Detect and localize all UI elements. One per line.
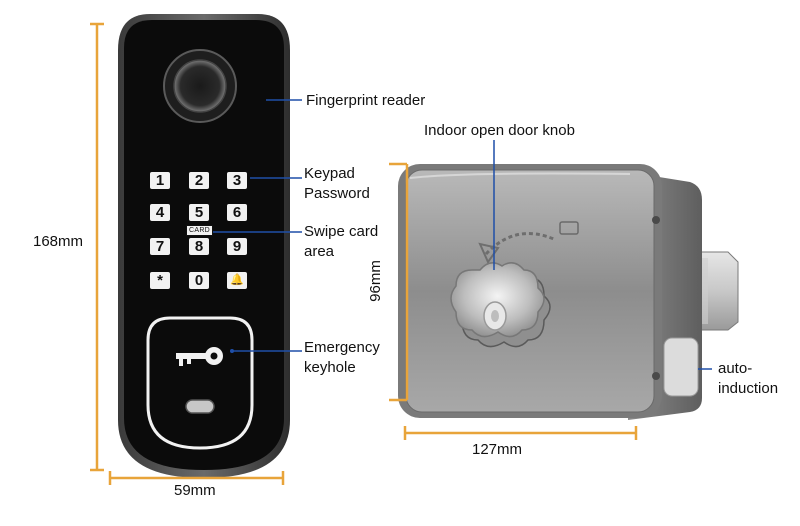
label-keypad-line1: Keypad xyxy=(304,165,355,182)
label-emergency-line2: keyhole xyxy=(304,359,356,376)
card-tag: CARD xyxy=(186,225,214,236)
label-indoor-knob: Indoor open door knob xyxy=(424,122,575,139)
key-1: 1 xyxy=(150,172,170,189)
label-auto-line1: auto- xyxy=(718,360,753,377)
key-8: 8 xyxy=(189,238,209,255)
key-6: 6 xyxy=(227,204,247,221)
key-9: 9 xyxy=(227,238,247,255)
key-0: 0 xyxy=(189,272,209,289)
key-3: 3 xyxy=(227,172,247,189)
leader-lines xyxy=(210,99,712,370)
dim-keypad-width: 59mm xyxy=(174,482,216,499)
dim-keypad-height: 168mm xyxy=(33,233,84,250)
auto-induction-sensor xyxy=(663,337,699,397)
bell-key-icon: 🔔 xyxy=(227,272,247,289)
dimension-lines xyxy=(90,22,638,485)
label-swipe-line2: area xyxy=(304,243,335,260)
rim-lock-unit xyxy=(398,164,739,420)
label-swipe-line1: Swipe card xyxy=(304,223,379,240)
dim-lock-width: 127mm xyxy=(472,441,523,458)
door-knob-icon xyxy=(450,262,551,348)
key-7: 7 xyxy=(150,238,170,255)
label-emergency-line1: Emergency xyxy=(304,339,380,356)
key-5: 5 xyxy=(189,204,209,221)
label-auto-line2: induction xyxy=(718,380,779,397)
key-icon xyxy=(176,347,223,366)
key-2: 2 xyxy=(189,172,209,189)
key-4: 4 xyxy=(150,204,170,221)
label-fingerprint-reader: Fingerprint reader xyxy=(306,92,426,109)
key-star: * xyxy=(150,272,170,289)
dim-lock-height: 96mm xyxy=(367,260,384,302)
label-keypad-line2: Password xyxy=(304,185,370,202)
keyhole-slot xyxy=(185,399,215,414)
